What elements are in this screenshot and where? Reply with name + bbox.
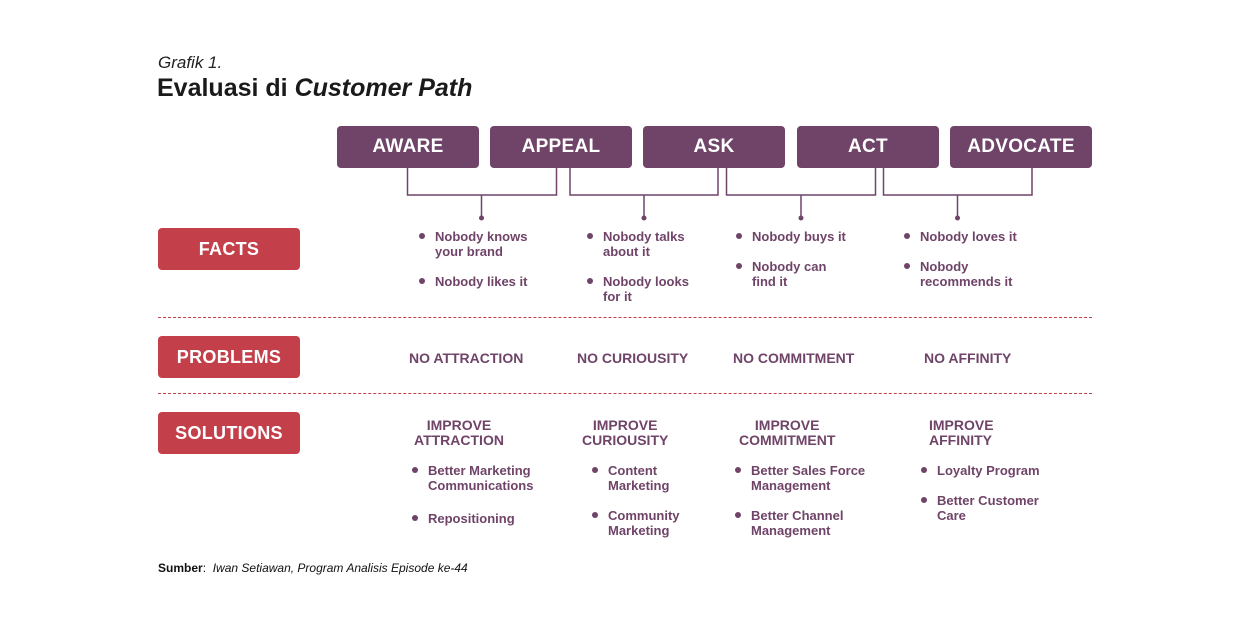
divider-problems-solutions xyxy=(158,393,1092,394)
solution-item: Loyalty Program xyxy=(921,463,1040,478)
title-prefix: Evaluasi di xyxy=(157,74,295,102)
stage-advocate: ADVOCATE xyxy=(950,126,1092,168)
source-label: Sumber xyxy=(158,561,203,575)
fact-item: Nobody talks about it xyxy=(587,229,685,259)
row-label-solutions: SOLUTIONS xyxy=(158,412,300,454)
solution-item: Better Sales Force Management xyxy=(734,463,866,493)
stage-aware: AWARE xyxy=(337,126,479,168)
problem-item: NO COMMITMENT xyxy=(733,350,855,366)
solution-item: Community Marketing xyxy=(592,508,680,538)
stage-appeal: APPEAL xyxy=(490,126,632,168)
title-emphasis: Customer Path xyxy=(294,74,473,102)
row-label-facts: FACTS xyxy=(158,228,300,270)
problem-item: NO AFFINITY xyxy=(924,350,1012,366)
fact-item: Nobody buys it xyxy=(736,229,846,244)
divider-facts-problems xyxy=(158,317,1092,318)
solution-item: Better Channel Management xyxy=(734,508,844,538)
connector-dot xyxy=(641,215,647,221)
stage-act: ACT xyxy=(797,126,939,168)
fact-item: Nobody likes it xyxy=(418,274,528,289)
solution-item: Content Marketing xyxy=(591,463,670,493)
source-note: Sumber: Iwan Setiawan, Program Analisis … xyxy=(158,561,468,575)
figure-title: Evaluasi di Customer Path xyxy=(157,74,472,103)
source-text: Iwan Setiawan, Program Analisis Episode … xyxy=(212,561,468,575)
fact-item: Nobody can find it xyxy=(735,259,827,289)
solution-heading: IMPROVE CURIOUSITY xyxy=(582,417,669,448)
connector-act-advocate xyxy=(882,168,1033,216)
figure-caption: Grafik 1. xyxy=(158,53,223,72)
solution-item: Better Marketing Communications xyxy=(411,463,534,493)
solution-heading: IMPROVE ATTRACTION xyxy=(414,417,504,448)
stage-ask: ASK xyxy=(643,126,785,168)
connector-ask-act xyxy=(725,168,877,216)
connector-appeal-ask xyxy=(569,168,719,216)
row-label-problems: PROBLEMS xyxy=(158,336,300,378)
fact-item: Nobody looks for it xyxy=(587,274,689,304)
connector-dot xyxy=(798,215,804,221)
solution-item: Repositioning xyxy=(412,511,515,526)
connector-aware-appeal xyxy=(406,168,558,216)
solution-heading: IMPROVE COMMITMENT xyxy=(739,417,836,448)
fact-item: Nobody recommends it xyxy=(903,259,1013,289)
connector-dot xyxy=(955,215,960,221)
fact-item: Nobody knows your brand xyxy=(418,229,528,259)
connector-dot xyxy=(479,215,484,221)
solution-item: Better Customer Care xyxy=(921,493,1039,523)
problem-item: NO CURIOUSITY xyxy=(577,350,689,366)
problem-item: NO ATTRACTION xyxy=(409,350,524,366)
fact-item: Nobody loves it xyxy=(904,229,1017,244)
solution-heading: IMPROVE AFFINITY xyxy=(929,417,994,448)
